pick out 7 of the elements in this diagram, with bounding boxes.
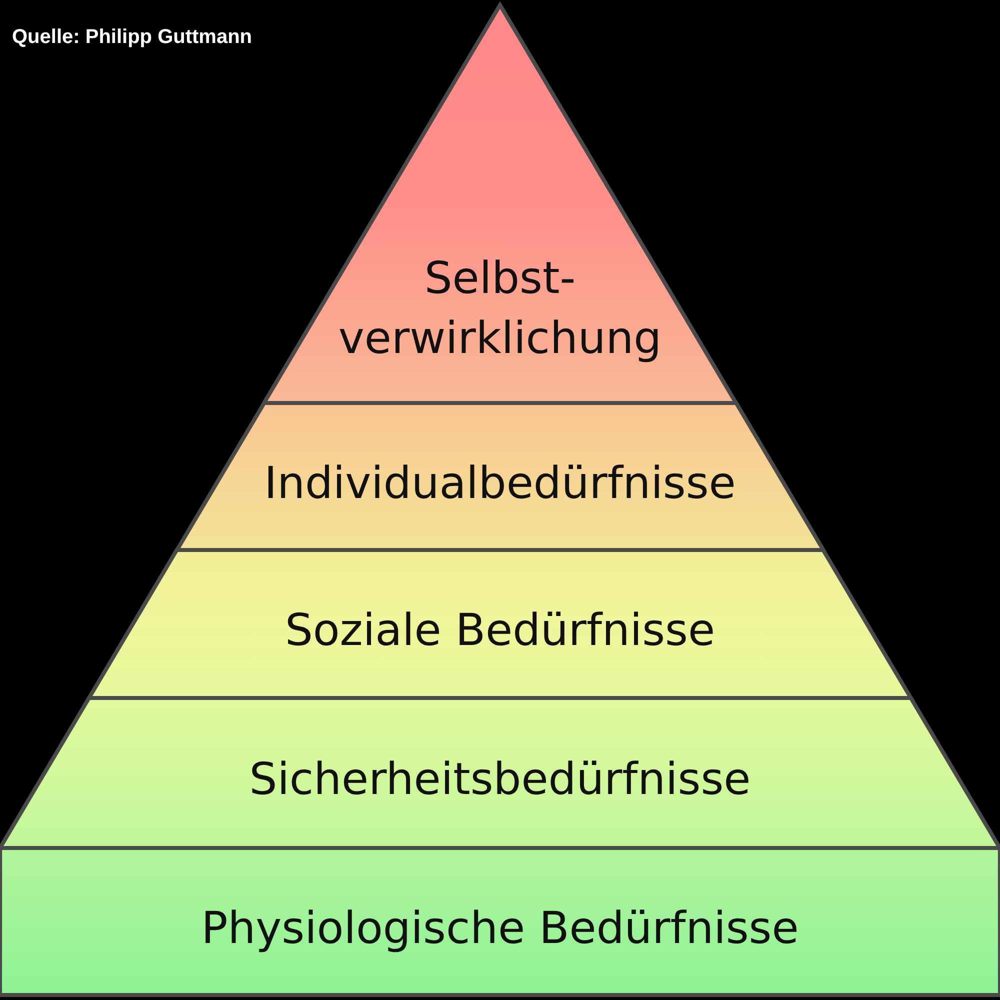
source-note: Quelle: Philipp Guttmann <box>12 26 252 49</box>
tier-label: Sicherheitsbedürfnisse <box>249 753 751 807</box>
tier-label: Soziale Bedürfnisse <box>284 604 716 658</box>
pyramid-tier <box>0 698 1000 848</box>
tier-label: Physiologische Bedürfnisse <box>201 902 799 956</box>
pyramid-tier <box>0 848 1000 995</box>
tier-label: Individualbedürfnisse <box>264 456 736 510</box>
